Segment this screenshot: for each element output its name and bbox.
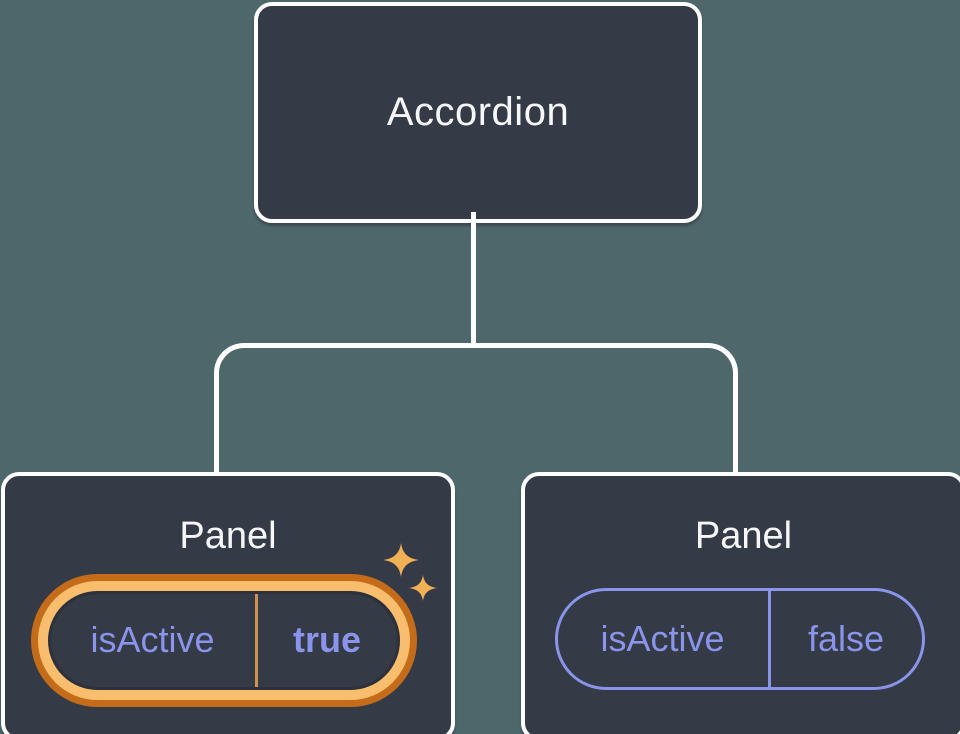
pill-divider xyxy=(767,590,771,687)
state-highlight-ring-inner: isActive true xyxy=(37,580,410,700)
state-highlight-ring: isActive true xyxy=(30,573,417,707)
sparkles-icon xyxy=(383,543,437,601)
state-pill-inactive: isActive false xyxy=(554,587,925,690)
accordion-node: Accordion xyxy=(254,2,702,223)
state-prop-value: false xyxy=(807,617,885,659)
state-pill-active: isActive true xyxy=(47,590,400,690)
state-prop-name: isActive xyxy=(600,617,725,659)
panel-label: Panel xyxy=(179,515,277,557)
connector-bracket xyxy=(214,343,738,474)
state-prop-value: true xyxy=(292,619,361,660)
panel-node-inactive: Panel isActive false xyxy=(521,472,960,734)
panel-label: Panel xyxy=(694,515,793,557)
connector-stem xyxy=(471,212,476,345)
accordion-label: Accordion xyxy=(386,90,570,134)
state-prop-name: isActive xyxy=(90,619,215,660)
pill-divider xyxy=(254,593,258,687)
panel-node-active: Panel isActive true xyxy=(1,472,455,734)
